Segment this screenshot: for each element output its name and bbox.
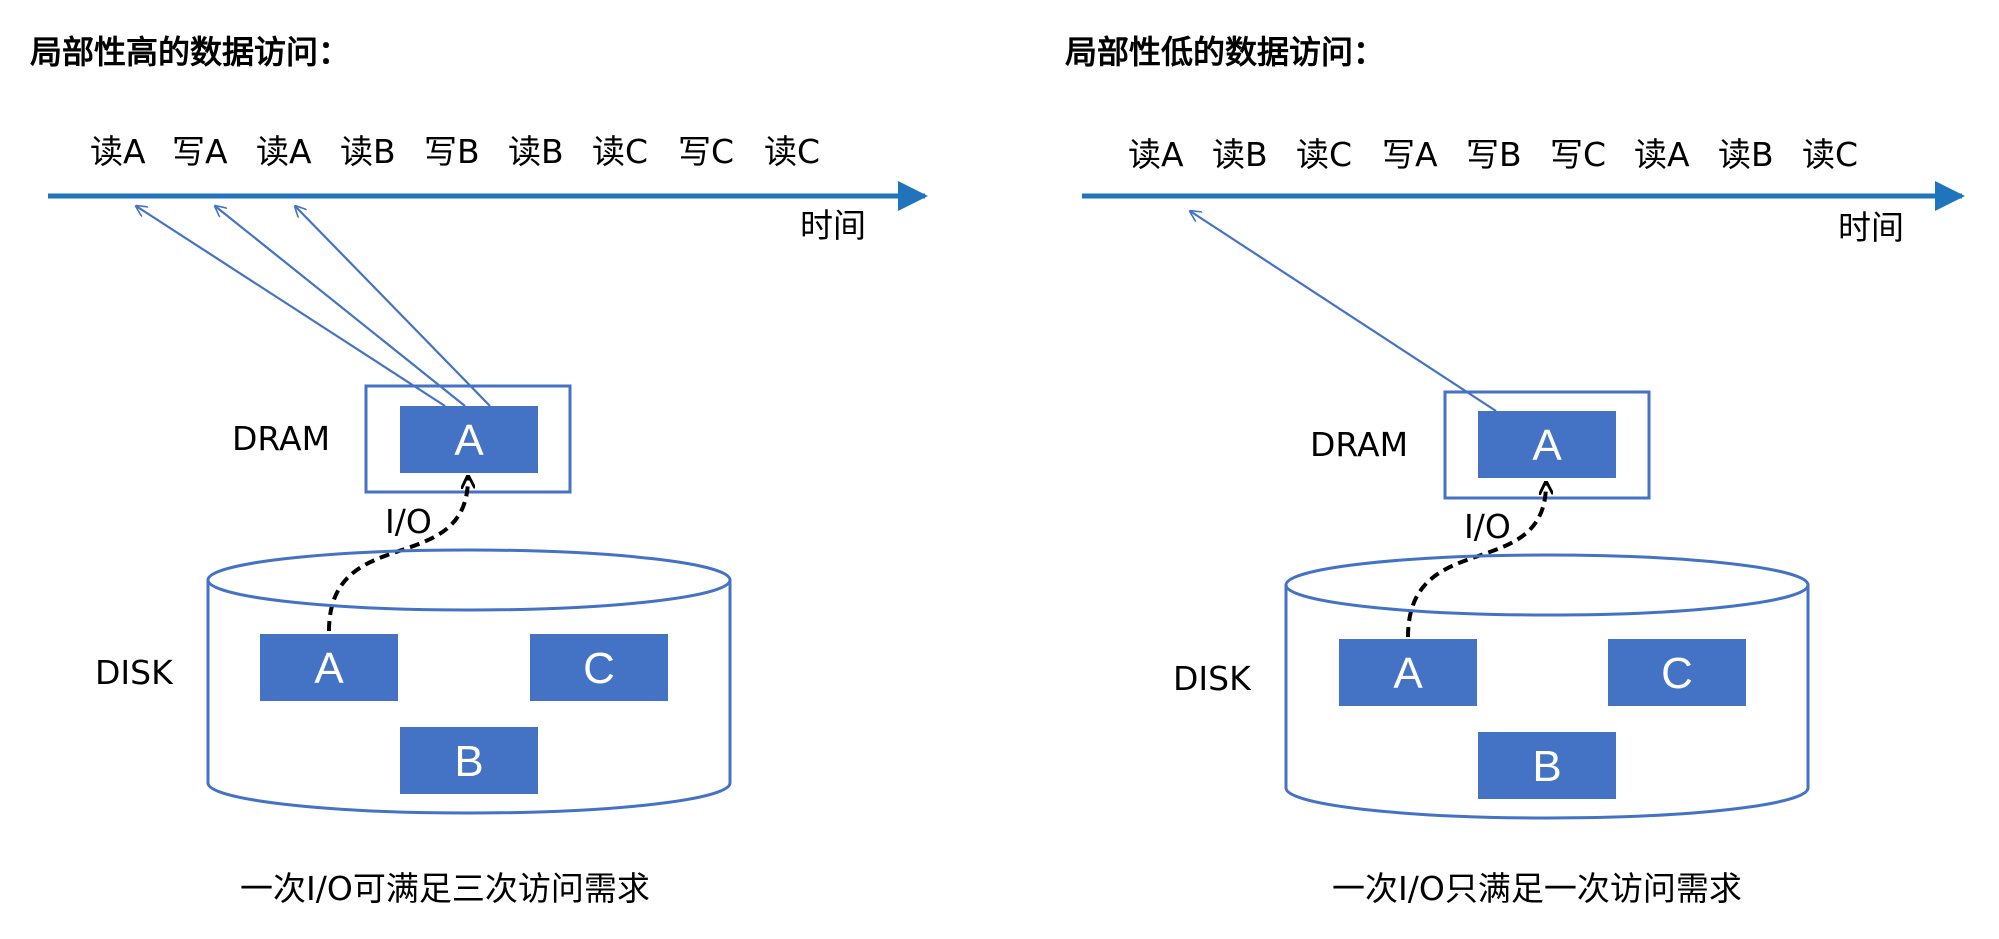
- sequence-item: 写A: [1382, 135, 1438, 174]
- sequence-item: 写C: [1550, 135, 1606, 174]
- disk-block-c: [1608, 639, 1746, 706]
- disk-block-c: [530, 634, 668, 701]
- sequence-item: 读A: [1128, 135, 1184, 174]
- dram-block: [400, 406, 538, 473]
- access-arrow: [215, 206, 466, 407]
- io-label: I/O: [385, 502, 432, 541]
- access-arrow: [295, 206, 491, 407]
- panel-title: 局部性高的数据访问：: [30, 33, 350, 71]
- sequence-item: 读B: [508, 132, 564, 171]
- sequence-item: 读C: [592, 132, 648, 171]
- panel-title: 局部性低的数据访问：: [1065, 33, 1385, 71]
- sequence-item: 写C: [678, 132, 734, 171]
- disk-block-label: B: [1532, 742, 1561, 791]
- disk-label: DISK: [95, 653, 174, 692]
- sequence-item: 写B: [1466, 135, 1522, 174]
- disk-label: DISK: [1173, 659, 1252, 698]
- panel-low-locality: 局部性低的数据访问： 读A 读B 读C 写A 写B 写C 读A 读B 读C 时间…: [1065, 33, 1965, 908]
- disk-block-label: A: [1393, 649, 1423, 698]
- disk-block-b: [400, 727, 538, 794]
- dram-block-label: A: [1532, 421, 1562, 470]
- panel-high-locality: 局部性高的数据访问： 读A 写A 读A 读B 写B 读B 读C 写C 读C 时间…: [30, 33, 928, 908]
- access-sequence: 读A 写A 读A 读B 写B 读B 读C 写C 读C: [90, 132, 820, 171]
- sequence-item: 读B: [1718, 135, 1774, 174]
- access-sequence: 读A 读B 读C 写A 写B 写C 读A 读B 读C: [1128, 135, 1858, 174]
- sequence-item: 读B: [340, 132, 396, 171]
- time-label: 时间: [1838, 208, 1904, 247]
- disk-block-label: C: [583, 644, 615, 693]
- sequence-item: 写A: [172, 132, 228, 171]
- dram-block: [1478, 411, 1616, 478]
- disk-block-b: [1478, 732, 1616, 799]
- sequence-item: 写B: [424, 132, 480, 171]
- disk-block-label: B: [454, 737, 483, 786]
- disk-block-label: C: [1661, 649, 1693, 698]
- caption: 一次I/O可满足三次访问需求: [240, 869, 650, 908]
- disk-block-a: [1339, 639, 1477, 706]
- sequence-item: 读A: [256, 132, 312, 171]
- access-arrow: [1190, 211, 1497, 412]
- access-arrow: [136, 206, 446, 407]
- disk-block-a: [260, 634, 398, 701]
- sequence-item: 读A: [1634, 135, 1690, 174]
- sequence-item: 读B: [1212, 135, 1268, 174]
- disk-cylinder: [206, 548, 732, 815]
- sequence-item: 读C: [764, 132, 820, 171]
- io-label: I/O: [1464, 507, 1511, 546]
- caption: 一次I/O只满足一次访问需求: [1332, 869, 1742, 908]
- sequence-item: 读A: [90, 132, 146, 171]
- time-label: 时间: [800, 206, 866, 245]
- sequence-item: 读C: [1296, 135, 1352, 174]
- disk-block-label: A: [314, 644, 344, 693]
- dram-block-label: A: [454, 416, 484, 465]
- dram-label: DRAM: [1310, 425, 1408, 464]
- disk-cylinder: [1284, 553, 1810, 820]
- dram-label: DRAM: [232, 419, 330, 458]
- sequence-item: 读C: [1802, 135, 1858, 174]
